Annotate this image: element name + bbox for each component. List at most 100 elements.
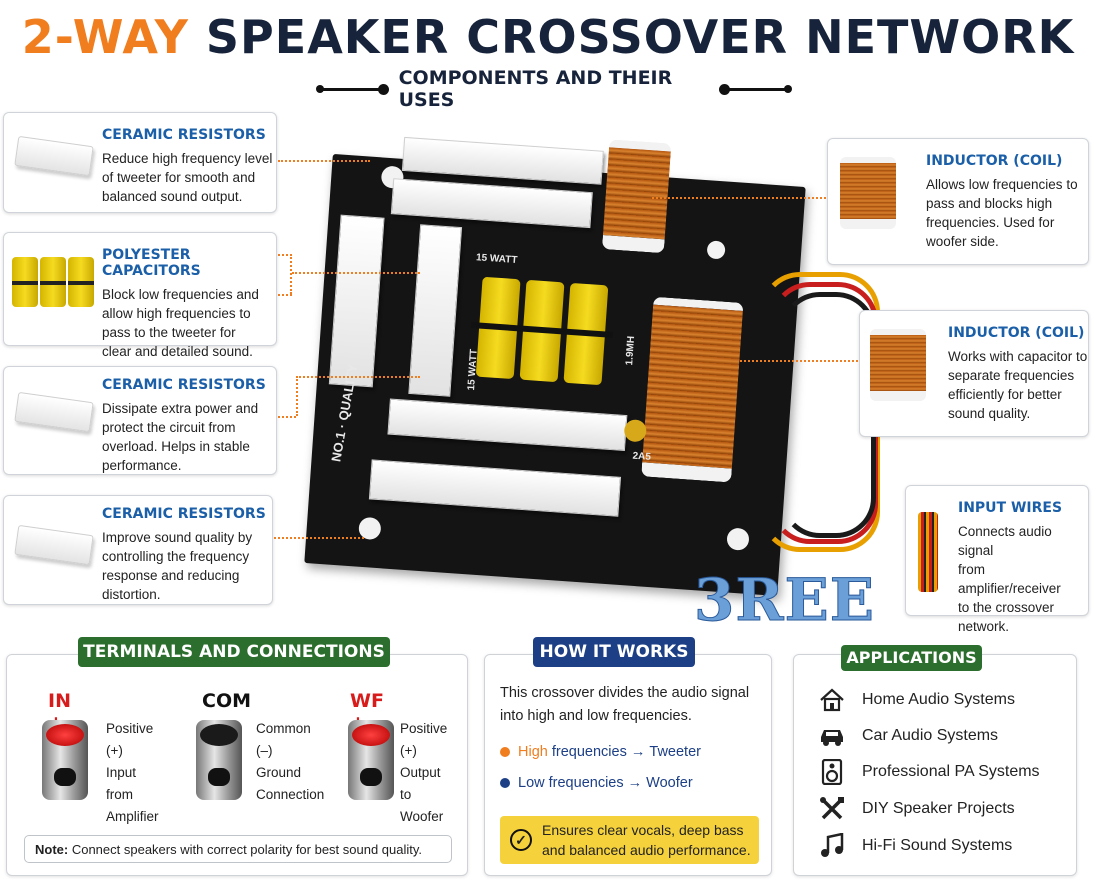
board-label-mh: 1.9MH (624, 335, 638, 366)
card-line: clear and detailed sound. (102, 344, 253, 359)
speaker-icon (818, 758, 846, 786)
terminal-desc-line: Connection (256, 787, 325, 802)
terminal-label: COM (202, 690, 252, 712)
note-label: Note: (35, 842, 69, 857)
card-line: sound quality. (948, 406, 1031, 421)
card-line: distortion. (102, 587, 161, 602)
mount-hole (726, 527, 750, 551)
application-item: Car Audio Systems (818, 722, 998, 750)
card-line: pass and blocks high (926, 196, 1053, 211)
card-ceramic-resistors-3: CERAMIC RESISTORS Improve sound quality … (3, 495, 273, 605)
how-it-works-description: This crossover divides the audio signal … (500, 682, 749, 728)
application-label: Professional PA Systems (862, 763, 1040, 780)
high-rest: frequencies → (547, 744, 650, 760)
mount-hole (706, 240, 726, 260)
subtitle-text: COMPONENTS AND THEIR USES (398, 67, 673, 111)
card-title: CERAMIC RESISTORS (102, 127, 266, 143)
leader-line (278, 294, 292, 296)
card-ceramic-resistors-1: CERAMIC RESISTORS Reduce high frequency … (3, 112, 277, 213)
application-item: Home Audio Systems (818, 686, 1015, 714)
card-title: INDUCTOR (COIL) (926, 153, 1063, 169)
board-label-2a5: 2A5 (632, 450, 652, 463)
leader-line (278, 254, 292, 256)
subtitle-divider-right (719, 83, 792, 95)
application-label: Hi-Fi Sound Systems (862, 837, 1013, 854)
leader-line (278, 160, 370, 162)
card-title: CERAMIC RESISTORS (102, 506, 266, 522)
terminal-desc-line: Woofer (400, 809, 444, 824)
resistor-image (14, 391, 94, 433)
high-word: High (518, 744, 548, 760)
description-line: into high and low frequencies. (500, 708, 692, 724)
callout-line: Ensures clear vocals, deep bass (542, 822, 744, 838)
ceramic-resistor (387, 398, 628, 452)
card-line: Dissipate extra power and (102, 401, 259, 416)
card-input-wires: INPUT WIRES Connects audio signal from a… (905, 485, 1089, 634)
car-icon (818, 722, 846, 750)
leader-line (296, 376, 420, 378)
low-frequency-row: Low frequencies → Woofer (500, 775, 693, 791)
title-main: SPEAKER CROSSOVER NETWORK (205, 10, 1075, 64)
subtitle-divider-left (316, 83, 389, 95)
ceramic-resistor (401, 136, 604, 185)
terminal-desc-line: Positive (+) (400, 721, 448, 758)
card-title: POLYESTER CAPACITORS (102, 247, 201, 279)
card-line: woofer side. (926, 234, 999, 249)
resistor-image (14, 135, 94, 177)
card-title: INPUT WIRES (958, 500, 1063, 516)
leader-line (274, 537, 364, 539)
ceramic-resistor (368, 459, 622, 517)
card-line: allow high frequencies to (102, 306, 251, 321)
application-label: Car Audio Systems (862, 727, 999, 744)
performance-callout: ✓ Ensures clear vocals, deep bass and ba… (500, 816, 759, 864)
terminal-desc: Positive (+) Input from Amplifier (106, 718, 159, 828)
application-item: Professional PA Systems (818, 758, 1040, 786)
title-accent: 2-WAY (21, 10, 189, 64)
ceramic-resistor (390, 178, 593, 229)
terminal-desc-line: Input from (106, 765, 137, 802)
black-terminal-icon (196, 720, 242, 800)
terminal-desc-line: Common (–) (256, 721, 311, 758)
card-line: response and reducing (102, 568, 240, 583)
card-ceramic-resistors-2: CERAMIC RESISTORS Dissipate extra power … (3, 366, 277, 475)
card-line: frequencies. Used for (926, 215, 1055, 230)
applications-heading: APPLICATIONS (841, 645, 982, 671)
page-title: 2-WAY SPEAKER CROSSOVER NETWORK (0, 10, 1096, 64)
application-label: DIY Speaker Projects (862, 800, 1015, 817)
blue-dot-icon (500, 778, 510, 788)
terminal-desc-line: Amplifier (106, 809, 159, 824)
high-target: Tweeter (649, 744, 701, 760)
leader-line (740, 360, 858, 362)
leader-line (290, 254, 292, 294)
card-line: Works with capacitor to (948, 349, 1088, 364)
low-target: Woofer (646, 775, 693, 791)
how-it-works-heading: HOW IT WORKS (533, 637, 695, 667)
card-inductor-2: INDUCTOR (COIL) Works with capacitor to … (859, 310, 1089, 437)
red-terminal-icon (348, 720, 394, 800)
crossover-board: 15 WATT 15 WATT NO.1 · QUALITY 2A5 1.9MH (304, 136, 806, 597)
resistor-image (14, 524, 94, 566)
tools-icon (818, 795, 846, 823)
card-line: controlling the frequency (102, 549, 250, 564)
capacitor-image (12, 257, 94, 307)
board-label-watt: 15 WATT (465, 348, 480, 391)
terminal-desc-line: Ground (256, 765, 302, 780)
description-line: This crossover divides the audio signal (500, 685, 750, 701)
leader-line (292, 272, 420, 274)
card-title: INDUCTOR (COIL) (948, 325, 1085, 341)
card-line: Block low frequencies and (102, 287, 259, 302)
orange-dot-icon (500, 747, 510, 757)
card-line: balanced sound output. (102, 189, 243, 204)
card-line: of tweeter for smooth and (102, 170, 256, 185)
low-word: Low (518, 775, 545, 791)
wires-image (918, 512, 938, 592)
inductor-coil (641, 296, 744, 483)
high-frequency-row: High frequencies → Tweeter (500, 744, 701, 760)
terminal-desc: Common (–) Ground Connection (256, 718, 324, 806)
card-line: pass to the tweeter for (102, 325, 236, 340)
application-item: DIY Speaker Projects (818, 795, 1015, 823)
music-note-icon (818, 832, 846, 860)
coil-image (870, 329, 926, 401)
terminal-desc: Positive (+) Output to Woofer (400, 718, 447, 828)
low-rest: frequencies → (544, 775, 647, 791)
